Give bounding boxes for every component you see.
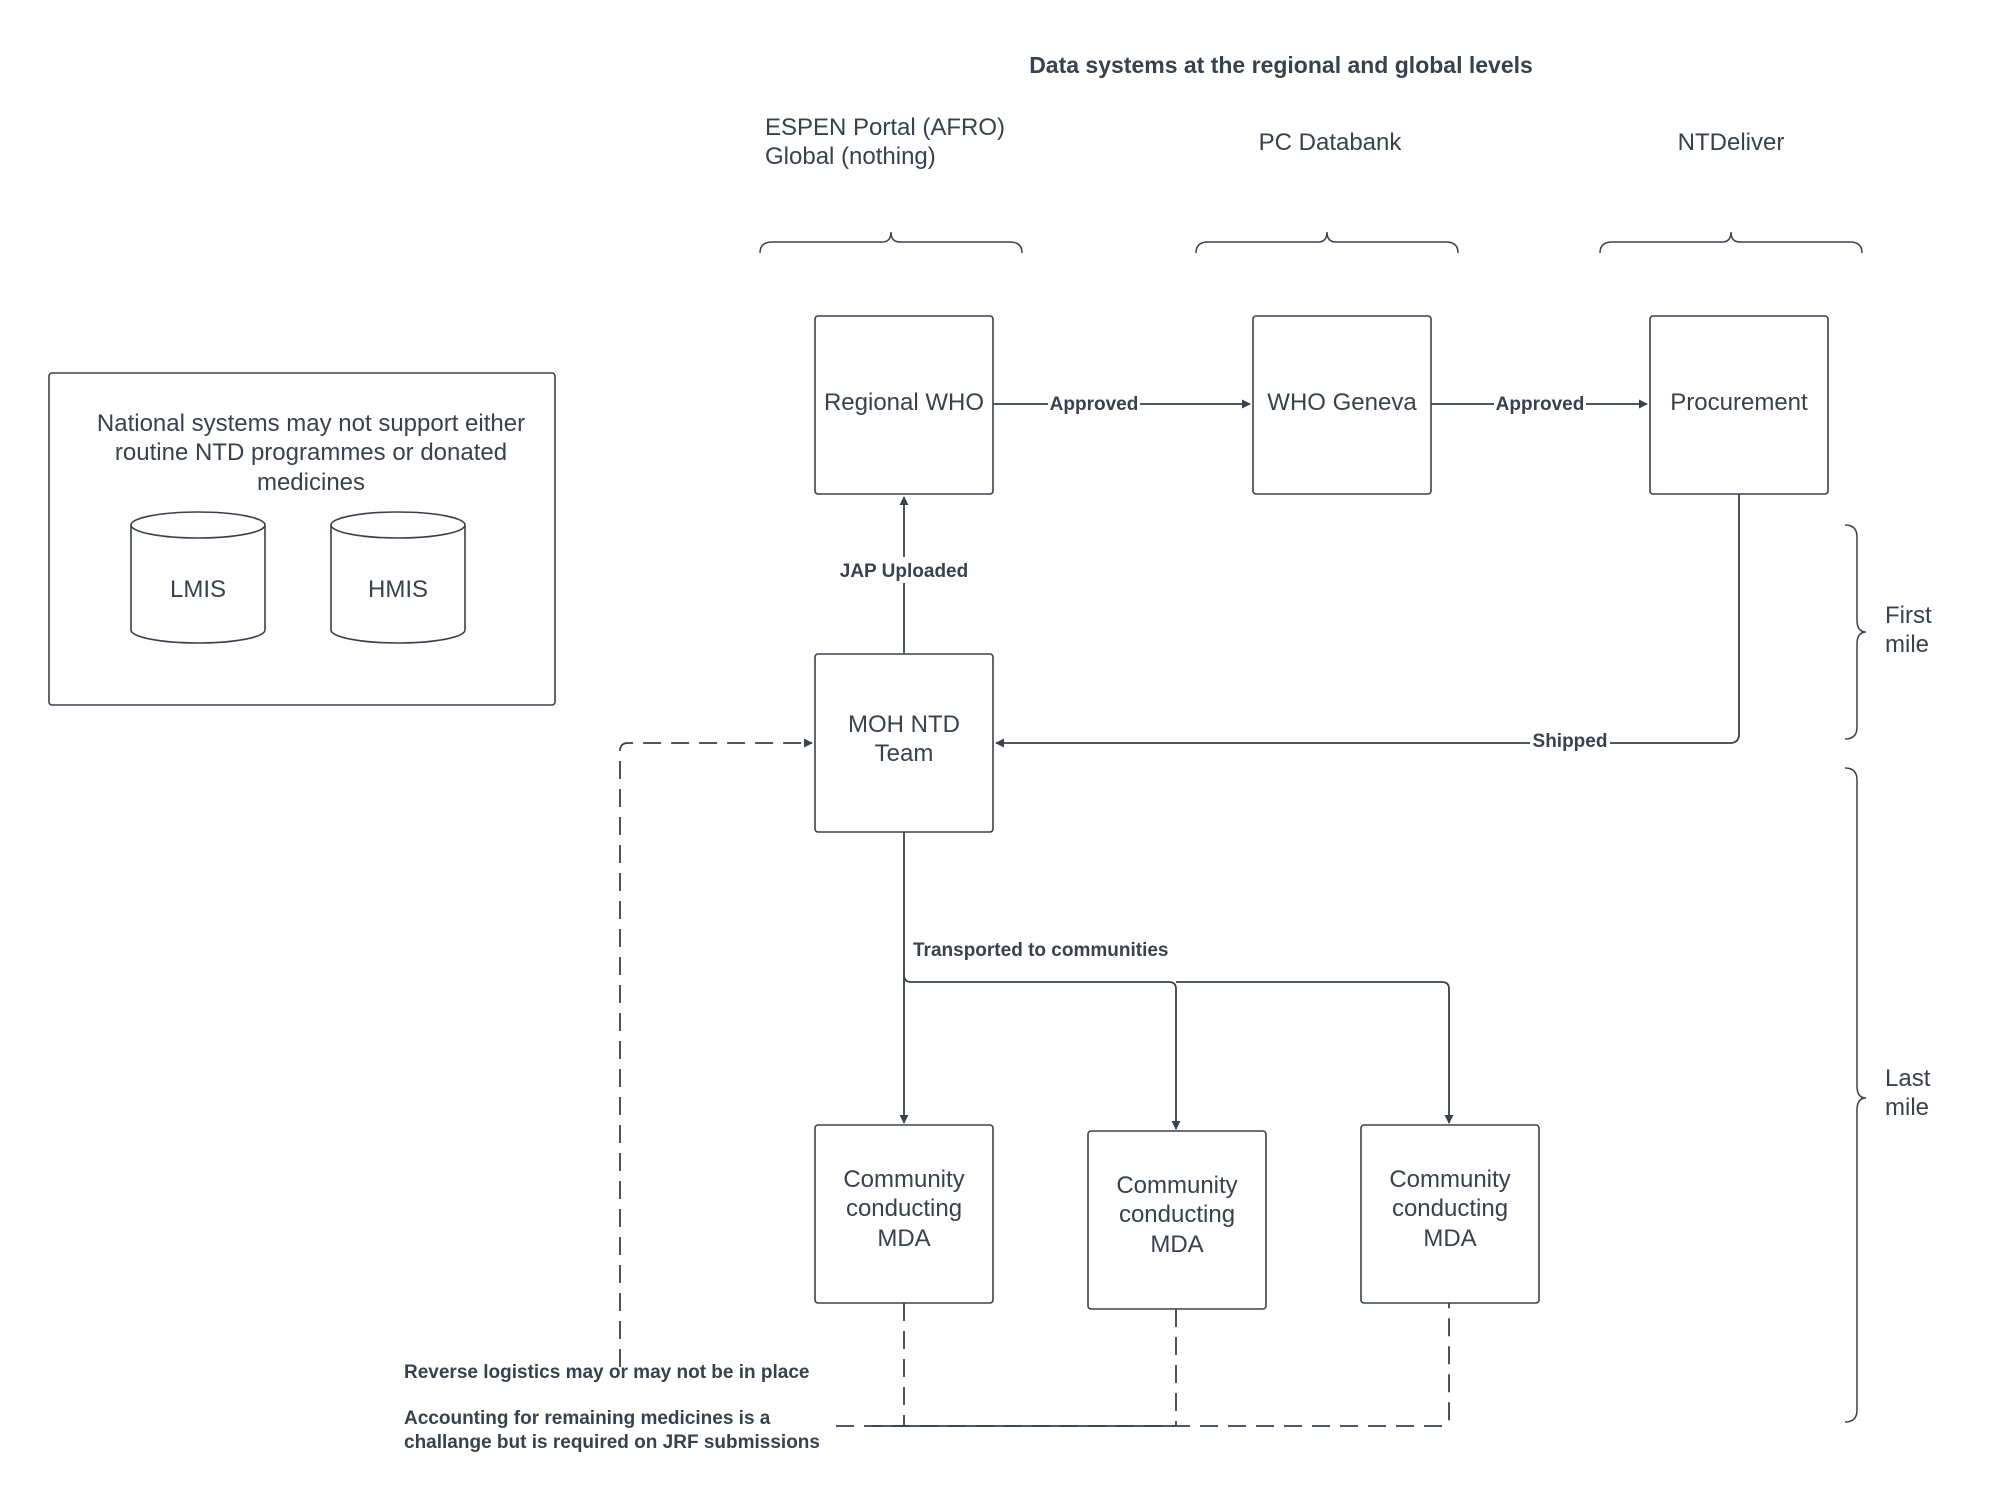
note-accounting-line2: challange but is required on JRF submiss…	[404, 1432, 820, 1453]
community-1-line2: conducting	[846, 1195, 962, 1222]
database-lmis: LMIS	[130, 511, 266, 644]
diagram-title: Data systems at the regional and global …	[1029, 52, 1533, 78]
database-hmis-label: HMIS	[368, 576, 428, 603]
node-community-2: Community conducting MDA	[1087, 1130, 1267, 1310]
header-ntdeliver: NTDeliver	[1678, 129, 1785, 156]
database-lmis-label: LMIS	[170, 576, 226, 603]
community-3-line2: conducting	[1392, 1195, 1508, 1222]
node-who-geneva-label: WHO Geneva	[1267, 389, 1417, 416]
national-note-line1: National systems may not support either	[97, 410, 525, 437]
first-mile-line1: First	[1885, 602, 1932, 629]
node-moh-ntd-team: MOH NTD Team	[814, 653, 994, 833]
node-procurement: Procurement	[1649, 315, 1829, 495]
national-note-line2: routine NTD programmes or donated	[115, 439, 507, 466]
node-moh-label-line1: MOH NTD	[848, 711, 960, 738]
brace-ntdeliver	[1599, 231, 1863, 254]
connector-approved-2: Approved	[1431, 392, 1648, 416]
dashed-reverse-logistics	[619, 738, 813, 1367]
node-moh-label-line2: Team	[875, 740, 934, 767]
database-hmis: HMIS	[330, 511, 466, 644]
last-mile-line2: mile	[1885, 1094, 1929, 1121]
connector-approved-1: Approved	[993, 392, 1251, 416]
node-procurement-label: Procurement	[1670, 389, 1808, 416]
connector-transported: Transported to communities	[899, 832, 1454, 1130]
last-mile-line1: Last	[1885, 1065, 1931, 1092]
edge-label-transported: Transported to communities	[913, 940, 1168, 961]
connector-shipped: Shipped	[995, 494, 1740, 754]
header-espen-line2: Global (nothing)	[765, 143, 936, 170]
node-regional-who: Regional WHO	[814, 315, 994, 495]
node-community-3: Community conducting MDA	[1360, 1124, 1540, 1304]
node-who-geneva: WHO Geneva	[1252, 315, 1432, 495]
community-1-line3: MDA	[877, 1225, 930, 1252]
community-3-line1: Community	[1389, 1166, 1510, 1193]
community-3-line3: MDA	[1423, 1225, 1476, 1252]
community-1-line1: Community	[843, 1166, 964, 1193]
brace-first-mile	[1844, 524, 1867, 740]
edge-label-shipped: Shipped	[1533, 731, 1608, 752]
node-regional-who-label: Regional WHO	[824, 389, 984, 416]
edge-label-approved-1: Approved	[1050, 394, 1139, 415]
community-2-line1: Community	[1116, 1172, 1237, 1199]
community-2-line3: MDA	[1150, 1231, 1203, 1258]
brace-espen	[759, 231, 1023, 254]
first-mile-line2: mile	[1885, 631, 1929, 658]
header-pc-databank: PC Databank	[1259, 129, 1403, 156]
node-community-1: Community conducting MDA	[814, 1124, 994, 1304]
national-note-line3: medicines	[257, 469, 365, 496]
connector-jap-uploaded: JAP Uploaded	[836, 496, 972, 653]
note-reverse-logistics: Reverse logistics may or may not be in p…	[404, 1362, 810, 1383]
dashed-remaining-accounting	[836, 1303, 1450, 1427]
brace-last-mile	[1844, 767, 1867, 1423]
edge-label-jap-uploaded: JAP Uploaded	[840, 561, 968, 582]
note-accounting-line1: Accounting for remaining medicines is a	[404, 1408, 771, 1429]
community-2-line2: conducting	[1119, 1201, 1235, 1228]
brace-pc-databank	[1195, 231, 1459, 254]
header-espen-line1: ESPEN Portal (AFRO)	[765, 114, 1005, 141]
edge-label-approved-2: Approved	[1496, 394, 1585, 415]
